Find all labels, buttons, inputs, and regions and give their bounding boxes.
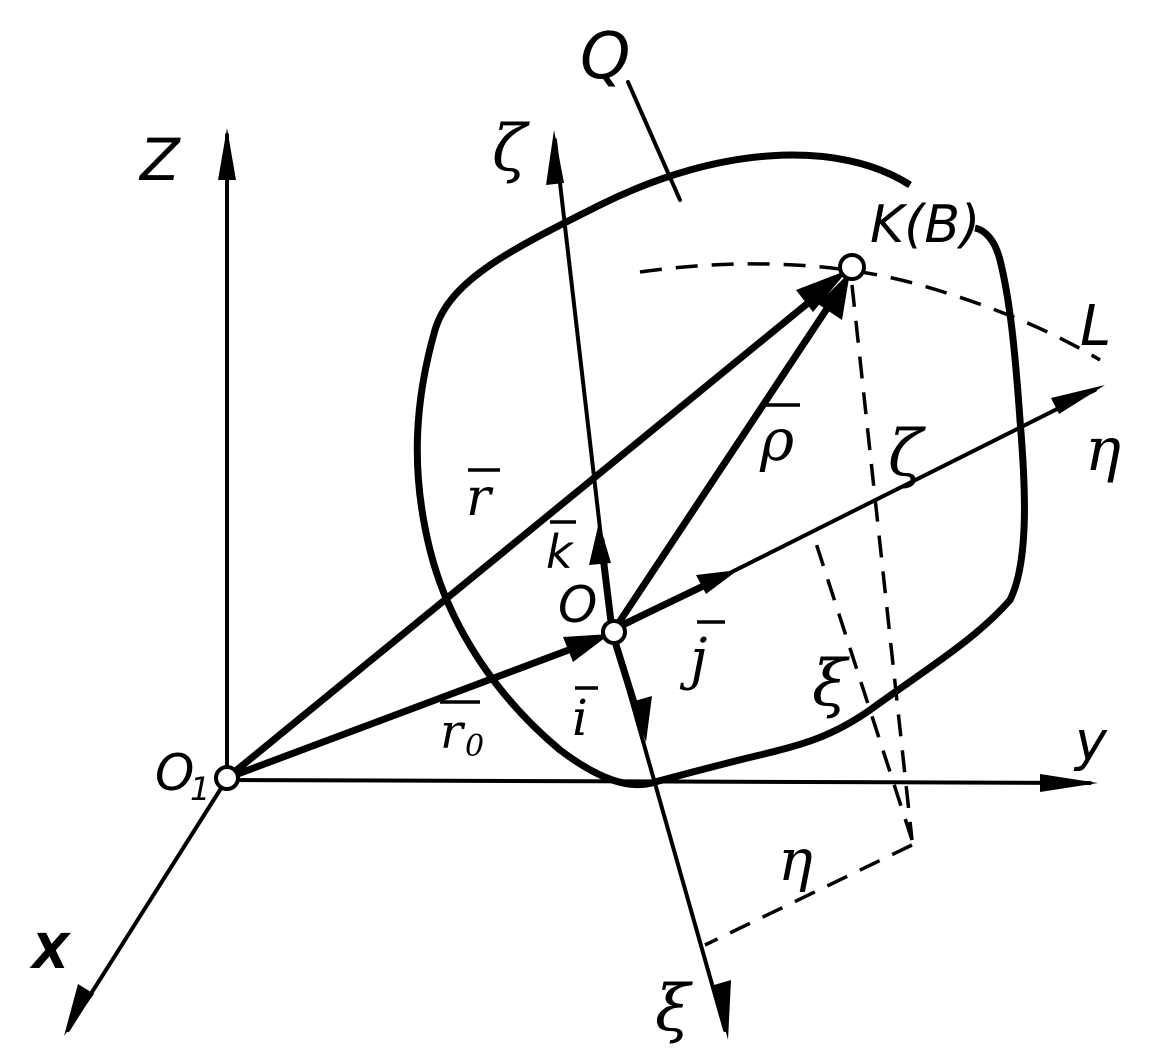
label-axis-zeta: ζ: [492, 112, 530, 186]
proj-line-zeta: [850, 284, 914, 841]
label-vec-i: i: [572, 689, 588, 747]
label-axis-x: X: [29, 924, 71, 980]
body-q-outline: [413, 151, 1028, 789]
label-origin-o1-sub: 1: [190, 770, 210, 808]
axis-x-arrowhead: [64, 984, 94, 1036]
label-vec-r0-sub: 0: [465, 729, 484, 764]
label-axis-y: y: [1073, 710, 1108, 773]
label-vec-r: r: [466, 468, 494, 528]
label-vec-k: k: [546, 525, 575, 579]
point-k: [838, 253, 866, 281]
unit-vector-j-line: [608, 574, 724, 634]
axis-xi-arrowhead: [714, 980, 731, 1040]
vector-r-line: [223, 281, 834, 782]
unit-vector-i-arrowhead: [631, 696, 652, 742]
unit-vector-j-arrowhead: [696, 570, 738, 594]
label-path-l: L: [1080, 294, 1111, 359]
trajectory-l: [639, 262, 1101, 362]
vector-rho-arrowhead: [818, 272, 850, 320]
label-axis-xi: ξ: [655, 972, 693, 1046]
proj-line-eta: [704, 843, 913, 947]
label-origin-o: O: [558, 576, 597, 634]
label-body-q: Q: [580, 20, 630, 94]
point-o: [601, 619, 627, 645]
vector-r0-arrowhead: [563, 634, 610, 662]
point-o1: [214, 765, 240, 791]
vector-r-arrowhead: [796, 270, 848, 312]
axis-eta-arrowhead: [1051, 385, 1105, 414]
label-point-k: K(B): [870, 195, 980, 255]
vector-r0-line: [223, 638, 594, 782]
axis-zeta-arrowhead: [546, 130, 564, 185]
axis-y-arrowhead: [1040, 774, 1098, 792]
label-vec-rho: ρ: [759, 406, 794, 474]
axis-z-arrowhead: [218, 128, 236, 180]
vector-rho-line: [610, 288, 842, 634]
label-vec-r0: r: [440, 704, 466, 760]
proj-line-xi: [813, 539, 914, 841]
label-coord-xi: ξ: [812, 647, 850, 721]
axis-y-line: [228, 778, 1092, 785]
label-coord-zeta: ζ: [888, 417, 926, 491]
label-coord-eta: η: [778, 826, 813, 894]
label-axis-z: Z: [138, 126, 181, 194]
body-q-pointer: [626, 80, 682, 202]
label-origin-o1: O: [155, 744, 194, 802]
axis-x-line: [66, 780, 227, 1032]
label-vec-j: j: [679, 627, 707, 692]
unit-vector-k-arrowhead: [589, 522, 611, 565]
label-axis-eta: η: [1085, 415, 1121, 485]
